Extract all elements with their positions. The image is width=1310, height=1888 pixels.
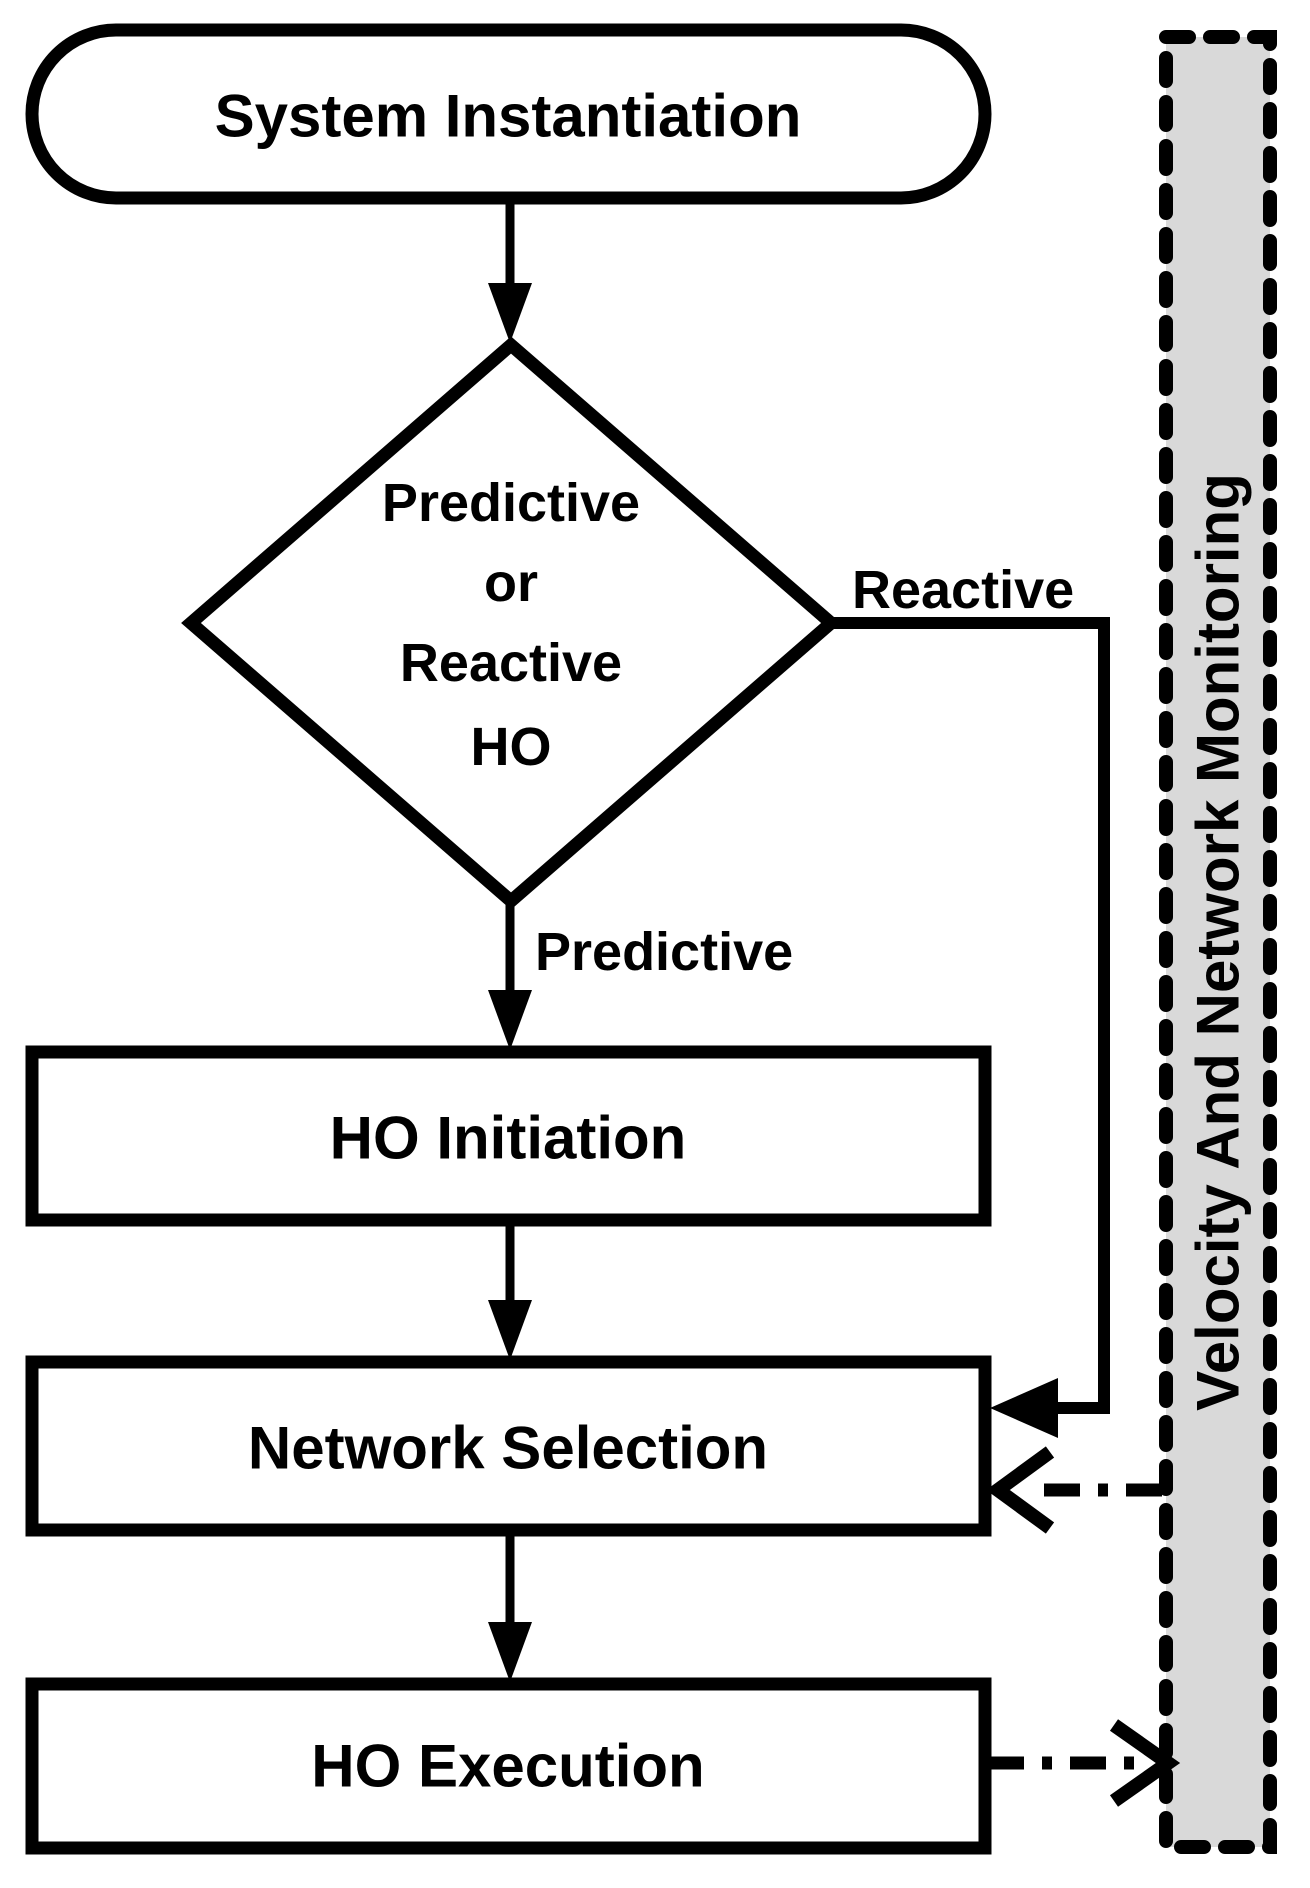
arrowhead-predictive-branch: [488, 990, 532, 1050]
arrowhead-selection-to-execution: [488, 1622, 532, 1682]
start-label: System Instantiation: [215, 83, 802, 150]
decision-label-line1: Predictive: [382, 473, 640, 533]
decision-label-line3: Reactive: [400, 633, 622, 693]
decision-label-line2: or: [484, 553, 538, 613]
arrowhead-monitoring-to-selection: [986, 1446, 1055, 1534]
decision-diamond: [181, 336, 841, 910]
ho-execution-box: [25, 1677, 992, 1855]
monitoring-bar-label: Velocity And Network Monitoring: [1185, 473, 1252, 1411]
arrowhead-reactive-branch: [990, 1378, 1058, 1438]
network-selection-box: [25, 1355, 992, 1537]
monitoring-bar: [1159, 30, 1277, 1854]
ho-initiation-label: HO Initiation: [330, 1105, 687, 1172]
edge-reactive-branch: [831, 617, 1110, 1414]
reactive-branch-label: Reactive: [852, 560, 1074, 620]
decision-label-line4: HO: [471, 717, 552, 777]
arrowhead-start-to-decision: [488, 283, 532, 343]
arrowhead-initiation-to-selection: [488, 1300, 532, 1360]
ho-execution-label: HO Execution: [311, 1733, 704, 1800]
predictive-branch-label: Predictive: [535, 922, 793, 982]
arrowhead-execution-to-monitoring: [1109, 1719, 1181, 1807]
network-selection-label: Network Selection: [248, 1415, 768, 1482]
